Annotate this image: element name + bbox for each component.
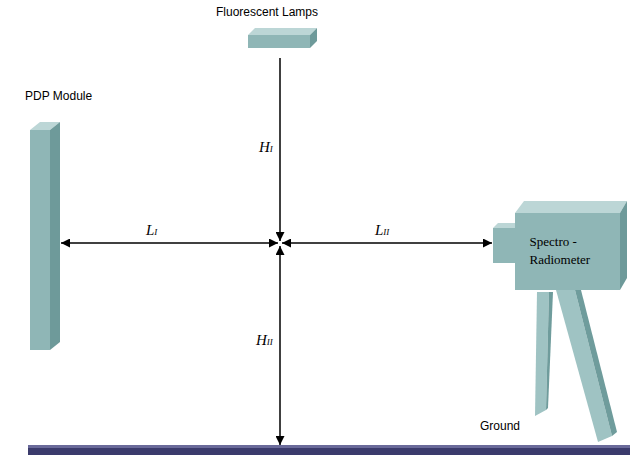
label-holder: HII — [256, 331, 273, 349]
node-label: PDP Module — [25, 90, 95, 104]
ground-bar-top — [28, 445, 630, 448]
pdp-module: PDP Module — [20, 88, 96, 353]
lamp-top — [248, 28, 317, 35]
lens-top — [493, 223, 515, 228]
dimension-label: HI — [259, 139, 273, 156]
lamp-box: Fluorescent Lamps — [212, 4, 322, 52]
dimension-label: LII — [375, 222, 389, 239]
radiometer-side — [620, 201, 627, 290]
ground: Ground — [28, 417, 630, 458]
text-holder: Spectro -Radiometer — [515, 213, 620, 289]
tripod-leg-side — [546, 292, 553, 410]
ground-bar — [28, 445, 630, 455]
spectro-radiometer: Spectro -Radiometer — [488, 197, 628, 292]
text-holder: PDP Module — [25, 90, 95, 104]
dimension-line — [279, 246, 281, 445]
lamp-side — [310, 28, 317, 48]
lamp-front — [248, 35, 310, 48]
dimension-label: LI — [146, 222, 157, 239]
node-label: Fluorescent Lamps — [212, 6, 322, 20]
dimension-line — [282, 242, 492, 244]
label-holder: LI — [146, 221, 157, 239]
dimension-lines — [61, 58, 492, 445]
tripod — [535, 290, 617, 442]
dimension-line — [279, 58, 281, 241]
text-holder: Fluorescent Lamps — [212, 6, 322, 20]
label-holder: LII — [375, 221, 389, 239]
node-outline — [20, 88, 96, 353]
radiometer-top — [515, 201, 627, 213]
dimension-line — [61, 242, 278, 244]
text-holder: Ground — [480, 420, 550, 434]
pdp-side — [50, 122, 60, 350]
dimension-label: HII — [256, 332, 273, 349]
tripod-leg-side — [575, 290, 617, 436]
label-holder: HI — [259, 138, 273, 156]
pdp-front — [30, 130, 50, 350]
lens-front — [493, 228, 515, 263]
node-label: Ground — [480, 420, 550, 434]
node-outline — [28, 417, 630, 458]
radiometer-front — [515, 213, 620, 290]
node-label: Spectro -Radiometer — [530, 233, 606, 268]
